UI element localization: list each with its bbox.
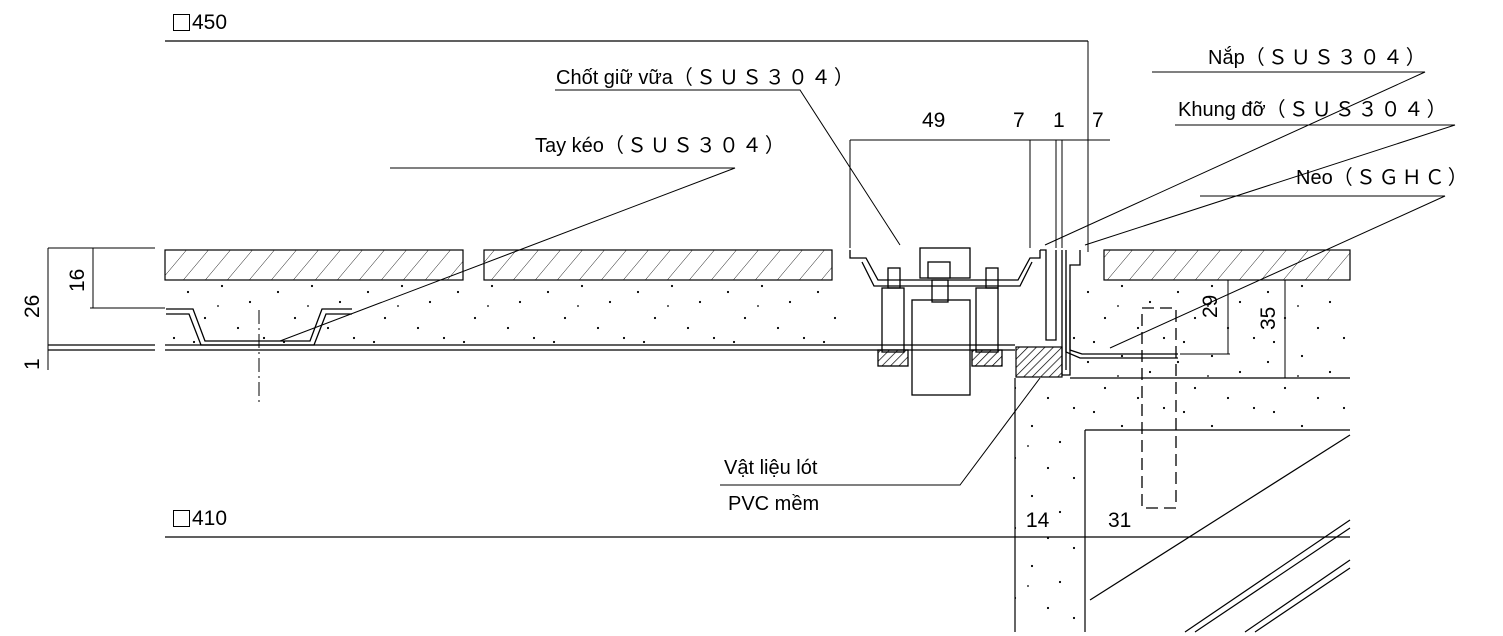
liner-label-line1: Vật liệu lót: [724, 457, 818, 479]
pvc-liner: [1015, 346, 1063, 378]
dim-35: 35: [1257, 306, 1280, 330]
liner-label-line2: PVC mềm: [728, 493, 820, 515]
mortar-pin-name: Chốt giữ vữa: [556, 67, 673, 89]
leader-lines: [279, 71, 1456, 486]
square-symbol-icon: [173, 14, 190, 31]
right-dimension-lines: [1180, 280, 1286, 379]
inner-size-label: 410: [173, 508, 227, 529]
anchor-part: [1065, 300, 1178, 509]
mortar-pin-label: Chốt giữ vữa（ＳＵＳ３０４）: [556, 68, 857, 88]
support-frame-material: （ＳＵＳ３０４）: [1265, 99, 1450, 121]
dim-16: 16: [66, 268, 89, 292]
outer-size-label: 450: [173, 12, 227, 33]
top-dimension-lines: [849, 139, 1110, 248]
anchor-label: Neo（ＳＧＨＣ）: [1296, 168, 1471, 188]
dim-7-right: 7: [1092, 109, 1104, 132]
handle-material: （ＳＵＳ３０４）: [603, 135, 788, 157]
dim-1-top: 1: [1053, 109, 1065, 132]
dim-49: 49: [922, 109, 946, 132]
handle-part: [166, 308, 352, 402]
dim-1-left: 1: [21, 358, 44, 370]
mortar-bed: [165, 280, 1350, 633]
lid-name: Nắp: [1208, 47, 1245, 69]
lid-label: Nắp（ＳＵＳ３０４）: [1208, 48, 1429, 68]
lid-surface-tiles: [164, 249, 1351, 281]
square-symbol-icon: [173, 510, 190, 527]
support-frame-name: Khung đỡ: [1178, 99, 1266, 121]
dim-29: 29: [1199, 294, 1222, 318]
outer-size-line: [165, 40, 1089, 252]
handle-label: Tay kéo（ＳＵＳ３０４）: [535, 136, 788, 156]
handle-name: Tay kéo: [535, 135, 604, 157]
support-frame-label: Khung đỡ（ＳＵＳ３０４）: [1178, 100, 1450, 120]
left-dimension-lines: [47, 247, 165, 370]
dim-7-left: 7: [1013, 109, 1025, 132]
mortar-pin-assembly: [849, 247, 1041, 396]
dim-31: 31: [1108, 509, 1132, 532]
anchor-name: Neo: [1296, 167, 1333, 189]
dim-14: 14: [1026, 509, 1050, 532]
dim-26: 26: [21, 294, 44, 318]
mortar-pin-material: （ＳＵＳ３０４）: [672, 67, 857, 89]
anchor-material: （ＳＧＨＣ）: [1332, 167, 1471, 189]
lid-material: （ＳＵＳ３０４）: [1244, 47, 1429, 69]
outer-size-value: 450: [192, 11, 228, 34]
inner-size-value: 410: [192, 507, 228, 530]
lid-bottom-plate: [48, 344, 1015, 351]
